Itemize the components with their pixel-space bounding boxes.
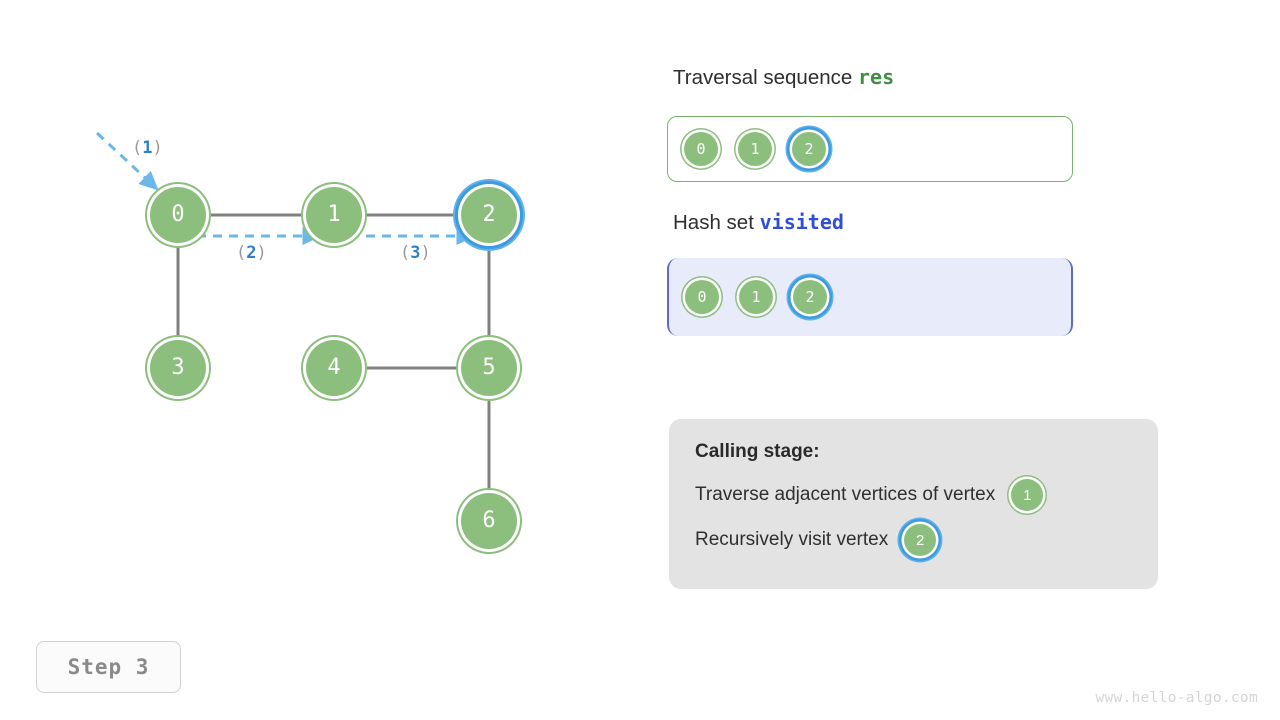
calling-stage-vertex-chip[interactable]: 2 — [904, 524, 937, 556]
graph-edges — [176, 213, 491, 493]
order-number: 1 — [142, 138, 153, 158]
graph-node-label: 5 — [482, 355, 496, 380]
traversal-order-label-3: (3) — [400, 243, 431, 263]
calling-stage-line-1: Traverse adjacent vertices of vertex 1 — [695, 479, 1132, 511]
calling-stage-vertex-label: 2 — [916, 531, 925, 549]
graph-canvas — [95, 131, 491, 493]
graph-node-label: 1 — [327, 202, 341, 227]
traversal-order-label-1: (1) — [132, 138, 163, 158]
graph-node-2[interactable]: 2 — [461, 187, 517, 243]
graph-node-6[interactable]: 6 — [461, 493, 517, 549]
res-container: 0 1 2 — [667, 116, 1073, 182]
visited-item-label: 2 — [805, 287, 815, 306]
res-item-label: 0 — [696, 139, 706, 158]
order-number: 3 — [410, 243, 421, 263]
visited-container: 0 1 2 — [667, 258, 1073, 336]
calling-stage-line-2: Recursively visit vertex 2 — [695, 524, 1132, 556]
res-item-2[interactable]: 2 — [792, 132, 826, 166]
calling-stage-vertex-chip[interactable]: 1 — [1011, 479, 1044, 511]
visited-item-2[interactable]: 2 — [793, 280, 827, 314]
graph-node-0[interactable]: 0 — [150, 187, 206, 243]
graph-node-3[interactable]: 3 — [150, 340, 206, 396]
graph-node-label: 4 — [327, 355, 341, 380]
calling-stage-vertex-label: 1 — [1023, 486, 1032, 504]
calling-stage-line-text: Traverse adjacent vertices of vertex — [695, 484, 996, 505]
graph-node-label: 0 — [171, 202, 185, 227]
watermark: www.hello-algo.com — [1095, 690, 1258, 706]
visited-item-label: 0 — [697, 287, 707, 306]
res-variable-name: res — [857, 65, 895, 89]
res-item-1[interactable]: 1 — [738, 132, 772, 166]
visited-item-1[interactable]: 1 — [739, 280, 773, 314]
paren-open: ( — [132, 138, 143, 158]
step-badge-label: Step 3 — [67, 655, 150, 679]
res-section-title: Traversal sequence res — [673, 65, 894, 90]
paren-close: ) — [152, 138, 163, 158]
visited-section-title: Hash set visited — [673, 210, 844, 235]
traversal-arrow-1 — [95, 131, 159, 191]
graph-node-5[interactable]: 5 — [461, 340, 517, 396]
res-item-0[interactable]: 0 — [684, 132, 718, 166]
visited-variable-name: visited — [759, 210, 844, 234]
paren-open: ( — [400, 243, 411, 263]
graph-node-label: 6 — [482, 508, 496, 533]
visited-title-text: Hash set — [673, 211, 760, 234]
calling-stage-line-text: Recursively visit vertex — [695, 529, 889, 550]
watermark-text: www.hello-algo.com — [1095, 690, 1258, 706]
res-item-label: 2 — [804, 139, 814, 158]
traversal-arrows — [95, 131, 476, 245]
paren-close: ) — [256, 243, 267, 263]
calling-stage-heading: Calling stage: — [695, 441, 820, 462]
graph-node-4[interactable]: 4 — [306, 340, 362, 396]
res-item-label: 1 — [750, 139, 760, 158]
graph-panel: 0 1 2 3 4 5 6 (1) (2) (3) — [95, 131, 517, 549]
traversal-order-label-2: (2) — [236, 243, 267, 263]
step-badge: Step 3 — [36, 641, 181, 693]
graph-node-label: 2 — [482, 202, 496, 227]
visited-item-label: 1 — [751, 287, 761, 306]
graph-node-label: 3 — [171, 355, 185, 380]
calling-stage-panel: Calling stage: Traverse adjacent vertice… — [669, 419, 1158, 589]
order-number: 2 — [246, 243, 257, 263]
paren-open: ( — [236, 243, 247, 263]
res-title-text: Traversal sequence — [673, 66, 858, 89]
visited-item-0[interactable]: 0 — [685, 280, 719, 314]
paren-close: ) — [420, 243, 431, 263]
graph-node-1[interactable]: 1 — [306, 187, 362, 243]
